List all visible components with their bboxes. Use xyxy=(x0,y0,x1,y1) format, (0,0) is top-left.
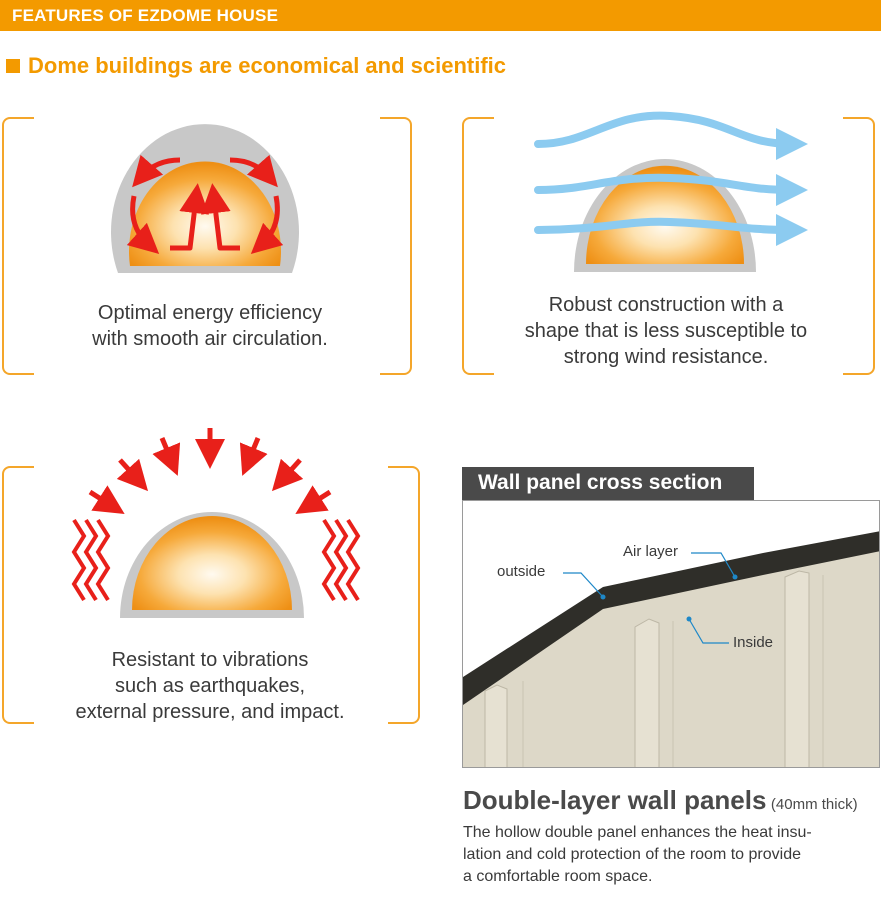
feature-caption: Optimal energy efficiency with smooth ai… xyxy=(20,300,400,352)
pressure-arrow xyxy=(295,485,332,515)
pressure-arrow xyxy=(116,458,149,492)
caption-line: with smooth air circulation. xyxy=(92,328,328,350)
vibration-wave xyxy=(95,518,111,602)
caption-line: Optimal energy efficiency xyxy=(97,302,323,324)
feature-caption: Resistant to vibrations such as earthqua… xyxy=(20,647,400,725)
feature-caption: Robust construction with a shape that is… xyxy=(470,292,862,370)
wall-section-title: Wall panel cross section xyxy=(478,471,723,494)
caption-line: external pressure, and impact. xyxy=(75,701,345,723)
outside-leader xyxy=(563,572,604,598)
wind-arrow xyxy=(534,111,808,160)
dome-air-circulation-illustration xyxy=(111,124,300,273)
wind-arrow xyxy=(534,173,808,206)
outside-label: outside xyxy=(497,563,546,580)
vibration-wave xyxy=(345,518,361,602)
square-bullet-icon xyxy=(6,59,20,73)
vibration-wave xyxy=(83,518,99,602)
caption-line: such as earthquakes, xyxy=(114,675,306,697)
panel-thickness: (40mm thick) xyxy=(770,796,858,813)
header-title: FEATURES OF EZDOME HOUSE xyxy=(12,6,279,25)
circulation-arrow xyxy=(229,154,278,188)
circulation-arrow xyxy=(132,154,181,188)
wall-section-figure: Air layer outside Inside xyxy=(462,500,880,768)
wall-panel-illustration xyxy=(463,531,879,767)
pressure-arrow xyxy=(271,458,304,492)
wall-section-title-bar: Wall panel cross section xyxy=(462,467,754,500)
vibration-wave xyxy=(71,518,87,602)
inside-label: Inside xyxy=(733,634,774,651)
bracket-right xyxy=(843,117,875,375)
circulation-arrow xyxy=(126,195,160,255)
double-layer-description: The hollow double panel enhances the hea… xyxy=(463,822,883,888)
dome-vibration-illustration xyxy=(71,428,361,618)
wind-arrow xyxy=(534,213,808,246)
bracket-left xyxy=(2,117,34,375)
pressure-arrow xyxy=(239,437,268,476)
double-layer-heading: Double-layer wall panels xyxy=(463,785,767,815)
air-layer-label: Air layer xyxy=(623,543,679,560)
pressure-arrow xyxy=(152,437,181,476)
caption-line: Robust construction with a xyxy=(548,294,784,316)
circulation-arrow xyxy=(250,195,284,255)
bracket-right xyxy=(380,117,412,375)
bracket-right xyxy=(388,466,420,724)
bracket-left xyxy=(2,466,34,724)
description-line: The hollow double panel enhances the hea… xyxy=(463,824,812,841)
panel-rib xyxy=(634,618,660,767)
panel-rib xyxy=(484,684,508,767)
bracket-left xyxy=(462,117,494,375)
subheading-text: Dome buildings are economical and scient… xyxy=(28,53,507,78)
pressure-arrow xyxy=(88,485,125,515)
inside-leader xyxy=(688,618,729,644)
header-bar: FEATURES OF EZDOME HOUSE xyxy=(0,0,881,31)
vibration-wave xyxy=(321,518,337,602)
dome-wind-illustration xyxy=(534,111,808,272)
description-line: lation and cold protection of the room t… xyxy=(463,846,801,863)
circulation-arrow xyxy=(170,183,210,251)
vibration-wave xyxy=(333,518,349,602)
circulation-arrow xyxy=(200,183,240,251)
caption-line: shape that is less susceptible to xyxy=(524,320,808,342)
double-layer-title: Double-layer wall panels (40mm thick) xyxy=(463,785,858,816)
description-line: a comfortable room space. xyxy=(463,868,653,885)
caption-line: Resistant to vibrations xyxy=(111,649,309,671)
caption-line: strong wind resistance. xyxy=(563,346,769,368)
panel-rib xyxy=(784,570,810,767)
air-layer-leader xyxy=(691,552,736,578)
